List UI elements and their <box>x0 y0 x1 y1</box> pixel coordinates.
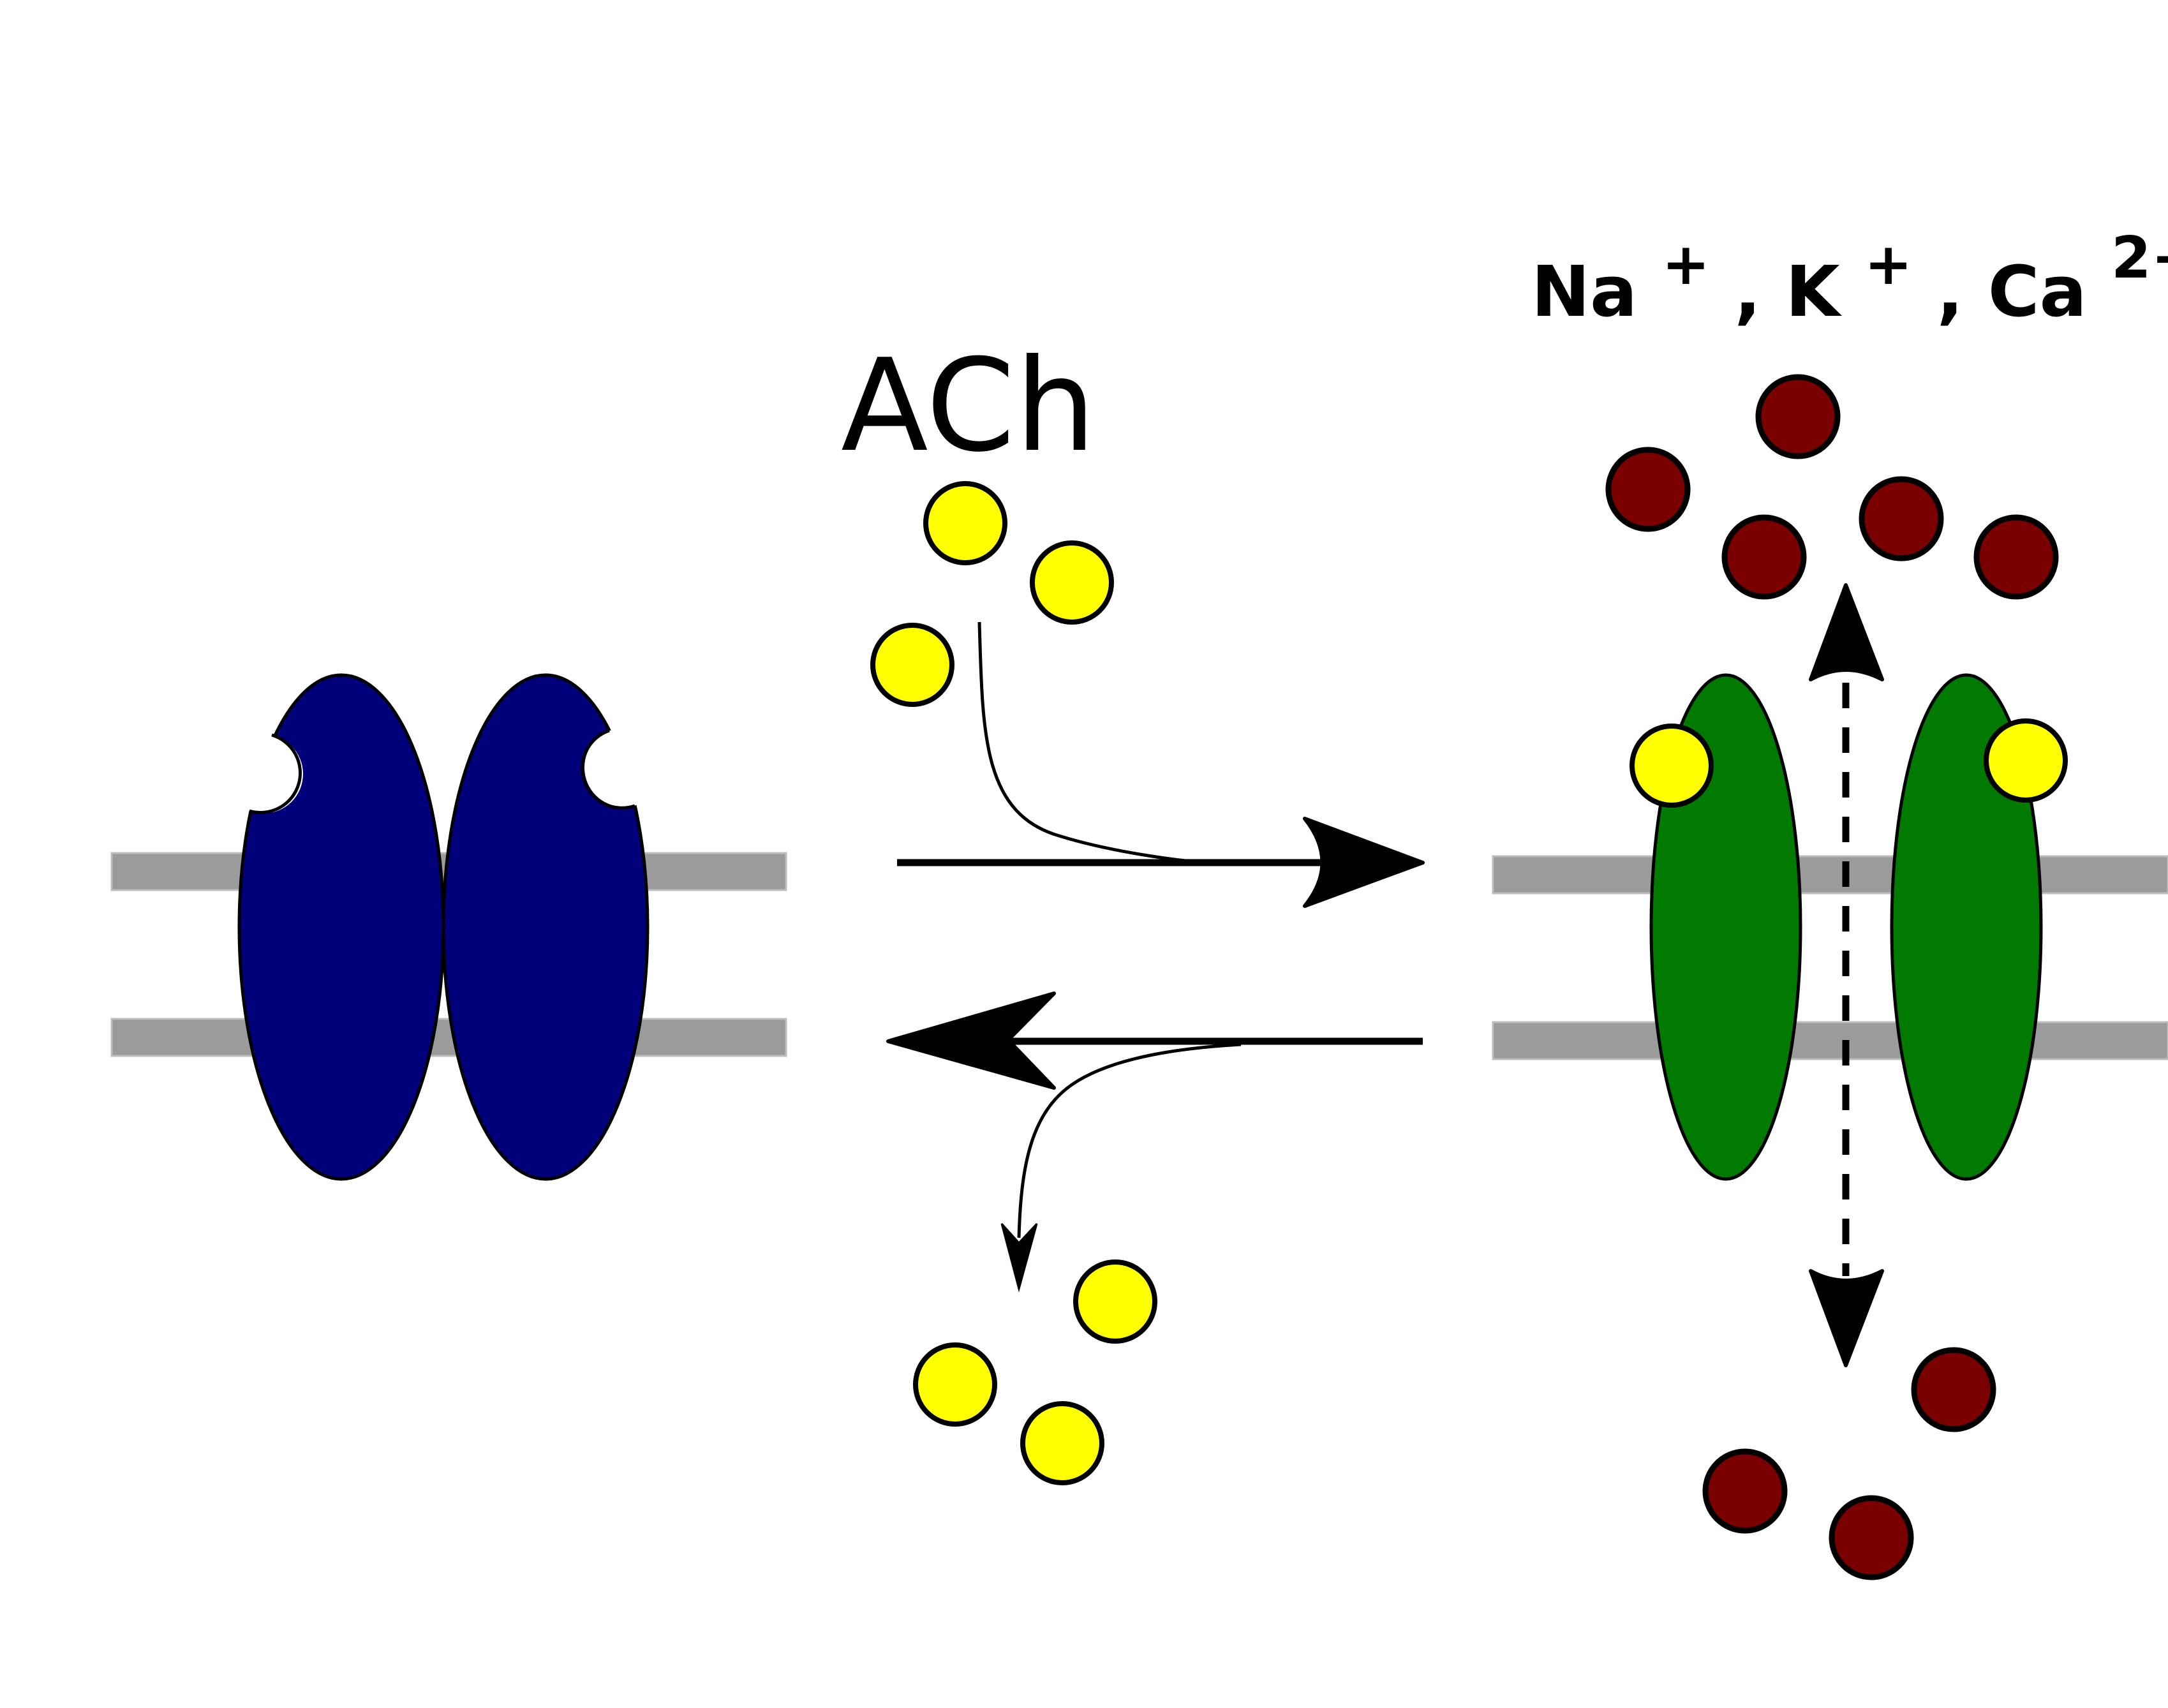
open-receptor <box>1492 673 2168 1181</box>
ach-molecule <box>870 623 954 707</box>
ions-intracellular <box>1702 1347 1996 1580</box>
ach-molecule <box>913 1342 997 1427</box>
open-channel-subunit-right <box>1890 673 2043 1181</box>
ligand-label: ACh <box>841 332 1096 480</box>
ion <box>1829 1495 1914 1580</box>
bound-ach-molecule <box>1984 718 2068 803</box>
closed-receptor <box>110 673 787 1181</box>
ions-extracellular <box>1605 374 2059 600</box>
free-ach-top <box>870 481 1114 707</box>
ion <box>1911 1347 1996 1432</box>
unbinding-path-curve <box>1017 1043 1242 1238</box>
ion-separator: , <box>1937 251 1988 332</box>
ion-flow-head-down <box>1809 1269 1884 1367</box>
ion-na-charge: + <box>1662 231 1710 298</box>
free-ach-bottom <box>913 1259 1157 1485</box>
equilibrium-arrows <box>886 621 1425 1293</box>
ion-k-charge: + <box>1864 231 1912 298</box>
bound-ach-molecule <box>1630 724 1714 808</box>
ach-molecule <box>1073 1259 1157 1344</box>
ion-k-label: K <box>1785 251 1842 332</box>
right-membrane-upper <box>1492 855 2168 895</box>
unbinding-arrow-head <box>886 991 1056 1090</box>
ion-flow-arrow <box>1809 583 1884 1367</box>
ach-molecule <box>1020 1401 1104 1485</box>
ion <box>1605 447 1691 532</box>
ion-separator: , <box>1734 251 1785 332</box>
right-membrane-lower <box>1492 1021 2168 1060</box>
ion <box>1973 514 2059 600</box>
ion-na-label: Na <box>1531 251 1637 332</box>
ion <box>1859 476 1944 561</box>
binding-site-right <box>581 729 635 810</box>
ion <box>1755 374 1841 459</box>
binding-site-left <box>249 733 302 814</box>
ach-molecule <box>1030 540 1114 625</box>
closed-channel-subunit-right <box>442 673 650 1181</box>
closed-channel-subunit-left <box>237 673 445 1181</box>
ach-molecule <box>923 481 1007 565</box>
binding-path-curve <box>977 621 1210 865</box>
ion <box>1721 514 1807 600</box>
binding-arrow-head <box>1303 817 1425 908</box>
ion <box>1702 1448 1788 1534</box>
ion-ca-charge: 2+ <box>2111 225 2168 292</box>
unbinding-path-head <box>1000 1222 1038 1293</box>
ion-flow-head-up <box>1809 583 1884 681</box>
ions-label: Na + , K + , Ca 2+ <box>1531 219 2168 332</box>
ion-ca-label: Ca <box>1988 251 2087 332</box>
left-membrane-lower <box>110 1018 787 1057</box>
